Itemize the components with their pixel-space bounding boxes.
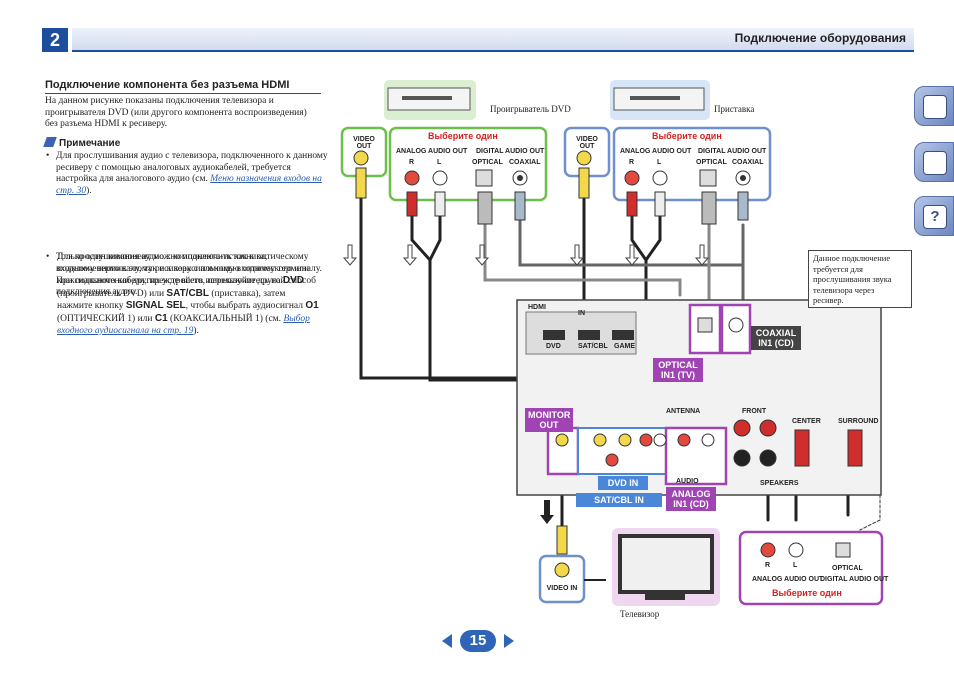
coaxial-in1-callout: COAXIAL IN1 (CD) xyxy=(751,326,801,350)
side-tab-devices[interactable] xyxy=(914,142,954,182)
analog-in1-callout: ANALOG IN1 (CD) xyxy=(666,487,716,511)
satcbl-in-callout: SAT/CBL IN xyxy=(576,493,662,507)
p3-signal: SIGNAL SEL xyxy=(125,300,186,312)
hdmi-dvd-label: DVD xyxy=(546,343,561,350)
tv-l-label: L xyxy=(793,562,798,569)
side-tab-help[interactable]: ? xyxy=(914,196,954,236)
p3-c: (приставка), затем нажмите кнопку xyxy=(57,288,286,312)
p3-sat: SAT/CBL xyxy=(166,287,210,299)
tv-digital-label: DIGITAL AUDIO OUT xyxy=(820,576,889,583)
note-paragraph-3: Для прослушивания аудио с компонента-ист… xyxy=(57,252,319,337)
tv-analog-label: ANALOG AUDIO OUT xyxy=(752,576,824,583)
surround-label: SURROUND xyxy=(838,418,879,425)
pager: 15 xyxy=(440,630,520,656)
header-bar: Подключение оборудования xyxy=(72,28,914,52)
speakers-label: SPEAKERS xyxy=(760,480,799,487)
note-bullet-2: Только один компонент можно подключить к… xyxy=(46,252,331,298)
p3-f: (КОАКСИАЛЬНЫЙ 1) (см. xyxy=(170,313,282,324)
stb-digital-label: DIGITAL AUDIO OUT xyxy=(698,148,767,155)
p3-d: , чтобы выбрать аудиосигнал xyxy=(185,301,303,312)
tv-select-one: Выберите один xyxy=(772,588,842,598)
dvd-l-label: L xyxy=(437,159,442,166)
monitor-out-callout: MONITOR OUT xyxy=(525,408,573,432)
tv-label: Телевизор xyxy=(620,609,660,619)
optical-in1-callout: OPTICAL IN1 (TV) xyxy=(653,358,703,382)
note-heading-text: Примечание xyxy=(59,138,121,149)
dvd-select-one: Выберите один xyxy=(428,131,498,141)
note-icon xyxy=(43,137,57,147)
p3-o1: O1 xyxy=(305,300,319,312)
stb-optical-label: OPTICAL xyxy=(696,159,727,166)
tv-optical-label: OPTICAL xyxy=(832,565,863,572)
note-bullet-1-text: Для прослушивания аудио с телевизора, по… xyxy=(56,151,328,185)
p3-a: Для прослушивания аудио с компонента-ист… xyxy=(57,252,310,287)
audio-label: AUDIO xyxy=(676,478,699,485)
note-heading: Примечание xyxy=(43,137,121,149)
chapter-number: 2 xyxy=(42,28,68,52)
p3-b: (проигрыватель DVD) или xyxy=(57,288,165,299)
dvd-analog-label: ANALOG AUDIO OUT xyxy=(396,148,468,155)
dvd-coaxial-label: COAXIAL xyxy=(509,159,541,166)
stb-analog-label: ANALOG AUDIO OUT xyxy=(620,148,692,155)
page-title: Подключение оборудования xyxy=(734,31,906,45)
dvd-optical-label: OPTICAL xyxy=(472,159,503,166)
stb-l-label: L xyxy=(657,159,662,166)
center-label: CENTER xyxy=(792,418,821,425)
set-top-label: Приставка xyxy=(714,104,755,114)
front-label: FRONT xyxy=(742,408,767,415)
stb-video-out-label: VIDEO OUT xyxy=(576,136,598,150)
triangle-left-icon[interactable] xyxy=(440,633,454,649)
note-bullet-1-end: ). xyxy=(86,185,92,196)
p3-e: (ОПТИЧЕСКИЙ 1) или xyxy=(57,313,153,324)
page-header: 2 Подключение оборудования xyxy=(42,28,914,52)
note-bullet-1: Для прослушивания аудио с телевизора, по… xyxy=(46,151,331,197)
hdmi-satcbl-label: SAT/CBL xyxy=(578,343,608,350)
intro-paragraph: На данном рисунке показаны подключения т… xyxy=(45,96,307,130)
dvd-in-callout: DVD IN xyxy=(598,476,648,490)
link-audio-input-select[interactable]: Выбор входного аудиосигнала на стр. 19 xyxy=(57,313,310,336)
hdmi-label: HDMI xyxy=(528,304,546,311)
hdmi-in-label: IN xyxy=(578,310,585,317)
dvd-r-label: R xyxy=(409,159,415,166)
hdmi-game-label: GAME xyxy=(614,343,635,350)
dvd-digital-label: DIGITAL AUDIO OUT xyxy=(476,148,545,155)
stb-select-one: Выберите один xyxy=(652,131,722,141)
side-tab-contents[interactable] xyxy=(914,86,954,126)
tv-video-in-label: VIDEO IN xyxy=(546,585,578,592)
devices-icon xyxy=(923,151,947,175)
triangle-right-icon[interactable] xyxy=(502,633,516,649)
help-icon: ? xyxy=(923,205,947,229)
book-icon xyxy=(923,95,947,119)
page-number: 15 xyxy=(460,630,496,652)
stb-coaxial-label: COAXIAL xyxy=(732,159,764,166)
dvd-player-label: Проигрыватель DVD xyxy=(490,104,571,114)
p3-end: ). xyxy=(193,325,199,336)
p3-dvd: DVD xyxy=(282,275,304,287)
tv-r-label: R xyxy=(765,562,771,569)
section-title: Подключение компонента без разъема HDMI xyxy=(45,79,321,94)
link-input-assign-menu[interactable]: Меню назначения входов на стр. 30 xyxy=(56,174,322,196)
stb-r-label: R xyxy=(629,159,635,166)
connection-diagram xyxy=(340,80,884,606)
antenna-label: ANTENNA xyxy=(666,408,701,415)
dvd-video-out-label: VIDEO OUT xyxy=(353,136,375,150)
p3-c1: C1 xyxy=(154,312,168,324)
connection-note-box: Данное подключение требуется для прослуш… xyxy=(808,250,912,308)
